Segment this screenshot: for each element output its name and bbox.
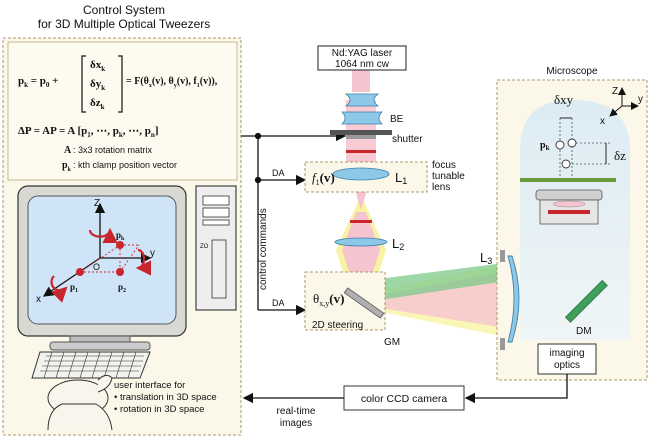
beam-marker-2 (350, 220, 372, 223)
rotate-x-arrow-icon (50, 275, 68, 303)
svg-text:• rotation in 3D space: • rotation in 3D space (114, 404, 204, 415)
keyboard-user (31, 351, 151, 431)
dxy-label: δxy (554, 92, 574, 107)
rotate-y-arrow-icon (135, 248, 152, 276)
l3-label: L3 (480, 250, 492, 266)
shutter-label: shutter (392, 134, 423, 145)
objective-lens (535, 189, 603, 225)
lens-function-label: f1(v) (312, 170, 335, 187)
definition-pk: pk : kth clamp position vector (62, 160, 177, 173)
shutter (330, 130, 392, 139)
svg-text:p1: p1 (70, 282, 78, 294)
screen-coordinate-figure: Z y x O pk p1 p2 (36, 198, 155, 305)
user-interface-caption: user interface for • translation in 3D s… (114, 380, 217, 415)
l2-label: L2 (392, 236, 404, 252)
l3-mount-bottom (500, 338, 505, 350)
imaging-label: imaging (549, 348, 584, 359)
equation-1: pk = p0 + δxk δyk δzk = F(θx(v), θy(v), … (18, 55, 218, 113)
theta-label: θx,y(v) (313, 291, 344, 308)
svg-text:: 3x3 rotation matrix: : 3x3 rotation matrix (73, 145, 153, 155)
svg-text:pk: pk (116, 230, 125, 242)
definition-A: A : 3x3 rotation matrix (64, 145, 153, 156)
pk-point (116, 241, 124, 249)
microscope-pk-label: pk (540, 140, 550, 152)
lens-L3 (507, 255, 520, 343)
microscope-axes-icon: Z y x (600, 86, 643, 127)
svg-text:A: A (64, 145, 72, 156)
svg-text:: kth clamp position vector: : kth clamp position vector (73, 160, 177, 170)
l3-mount-top (500, 250, 505, 262)
focus-label: focus (432, 160, 456, 171)
be-label: BE (390, 114, 404, 125)
optics-label: optics (554, 360, 580, 371)
computer-tower: ZO (195, 185, 237, 311)
svg-text:pk = p0 +: pk = p0 + (18, 75, 58, 89)
laser-label: Nd:YAG laser (332, 48, 393, 59)
laser-wavelength: 1064 nm cw (335, 59, 390, 70)
beam-marker-1 (346, 150, 376, 153)
svg-text:δzk: δzk (90, 97, 105, 111)
rotate-z-arrow-icon (88, 227, 118, 244)
svg-text:pk: pk (62, 160, 72, 173)
l1-label: L1 (395, 170, 407, 186)
svg-text:δxk: δxk (90, 59, 105, 73)
svg-text:• translation in 3D space: • translation in 3D space (114, 392, 217, 403)
screen-z-label: Z (94, 198, 100, 209)
svg-text:user interface for: user interface for (114, 380, 185, 391)
tunable-lens-L1 (332, 167, 390, 181)
beam-expander (341, 93, 383, 125)
microscope-label: Microscope (546, 66, 598, 77)
control-commands-label: control commands (258, 208, 269, 290)
control-system-title: Control System (83, 3, 165, 17)
svg-text:δyk: δyk (90, 78, 105, 92)
galvo-mirror (343, 287, 385, 319)
monitor (17, 185, 187, 351)
p1-point (76, 268, 84, 276)
screen-x-label: x (36, 294, 41, 305)
realtime-label: real-time (277, 406, 316, 417)
lens-L2 (334, 237, 388, 247)
control-lines (241, 130, 347, 316)
da-label-1: DA (272, 168, 285, 178)
p2-point (116, 268, 124, 276)
monitor-base (49, 341, 151, 351)
svg-text:y: y (638, 94, 643, 105)
da-label-2: DA (272, 298, 285, 308)
microscope-to-camera-line (464, 374, 568, 404)
trap-points (555, 117, 610, 176)
svg-text:ΔP = AP = A [p1, ⋯, pk, ⋯, pn]: ΔP = AP = A [p1, ⋯, pk, ⋯, pn] (18, 125, 159, 139)
monitor-stand (69, 335, 131, 343)
screen-y-label: y (150, 248, 155, 259)
dz-label: δz (614, 148, 626, 163)
dichroic-mirror (564, 279, 608, 323)
dm-label: DM (576, 326, 592, 337)
equation-2: ΔP = AP = A [p1, ⋯, pk, ⋯, pn] (18, 125, 159, 139)
svg-text:p2: p2 (118, 282, 126, 294)
gm-label: GM (384, 337, 400, 348)
svg-text:= F(θx(v), θy(v), f1(v)),: = F(θx(v), θy(v), f1(v)), (126, 76, 218, 89)
steering-label: 2D steering (312, 320, 363, 331)
monitor-screen (27, 195, 177, 325)
screen-origin-label: O (93, 262, 100, 272)
ccd-label: color CCD camera (361, 393, 448, 405)
svg-text:ZO: ZO (200, 244, 209, 250)
lens-label: lens (432, 182, 450, 193)
svg-text:x: x (600, 116, 605, 127)
images-label: images (280, 418, 312, 429)
tunable-label: tunable (432, 171, 465, 182)
svg-text:Z: Z (612, 86, 618, 97)
control-system-subtitle: for 3D Multiple Optical Tweezers (38, 17, 211, 31)
laser-box (317, 45, 407, 71)
sample-slide (520, 178, 616, 182)
steering-box (304, 271, 386, 331)
